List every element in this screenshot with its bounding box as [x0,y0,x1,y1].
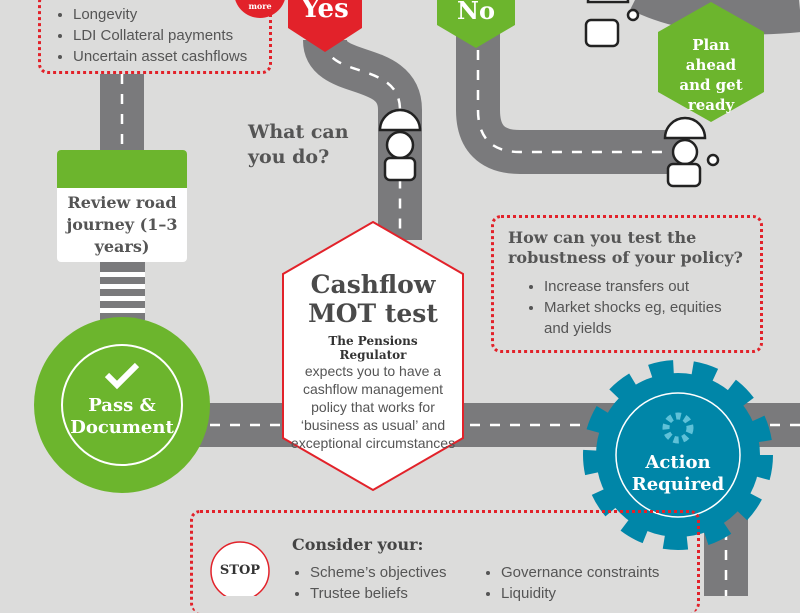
pass-label: Pass & Document [70,395,174,438]
find-more-link[interactable]: more [248,1,272,11]
regulator-name: The Pensions Regulator [328,334,418,362]
stop-label: STOP [219,563,261,578]
mot-title: Cashflow MOT test [308,270,438,328]
review-calendar: Review road journey (1–3 years) [57,150,187,262]
mot-hexagon [282,220,464,492]
robustness-item: Market shocks eg, equities and yields [544,297,744,339]
stop-sign [210,541,270,596]
find-more-badge [235,0,285,18]
yes-sign-shape [288,0,362,52]
mot-content: Cashflow MOT test The Pensions Regulator… [291,270,455,452]
robustness-box: How can you test the robustness of your … [491,215,763,353]
risk-item: LDI Collateral payments [73,25,269,46]
calendar-header [57,150,187,188]
no-sign-shape [437,0,515,48]
review-label: Review road journey (1–3 years) [66,193,178,256]
road-network [34,0,800,596]
no-label: No [457,0,495,25]
plan-hexagon [658,2,764,122]
what-can-you-do: What can you do? [248,121,349,168]
consider-item: Scheme’s objectives [310,562,446,583]
risks-box: Longevity LDI Collateral payments Uncert… [38,0,272,74]
pass-badge [34,317,210,493]
consider-item: Governance constraints [501,562,659,583]
plan-label: Plan ahead and get ready [679,36,743,114]
yes-label: Yes [301,0,349,24]
risk-item: Longevity [73,4,269,25]
crossing-stripes [100,262,145,320]
gear-icon [662,412,694,444]
worker-icon [378,0,720,188]
risk-item: Uncertain asset cashflows [73,46,269,67]
consider-box [190,510,700,613]
consider-item: Liquidity [501,583,659,604]
check-icon [104,362,140,390]
consider-item: Trustee beliefs [310,583,446,604]
mot-body: expects you to have a cashflow managemen… [290,363,456,451]
robustness-title: How can you test the robustness of your … [508,228,743,267]
action-gear [583,360,773,550]
consider-title: Consider your: [292,535,424,554]
robustness-item: Increase transfers out [544,276,744,297]
action-label: Action Required [631,452,725,495]
